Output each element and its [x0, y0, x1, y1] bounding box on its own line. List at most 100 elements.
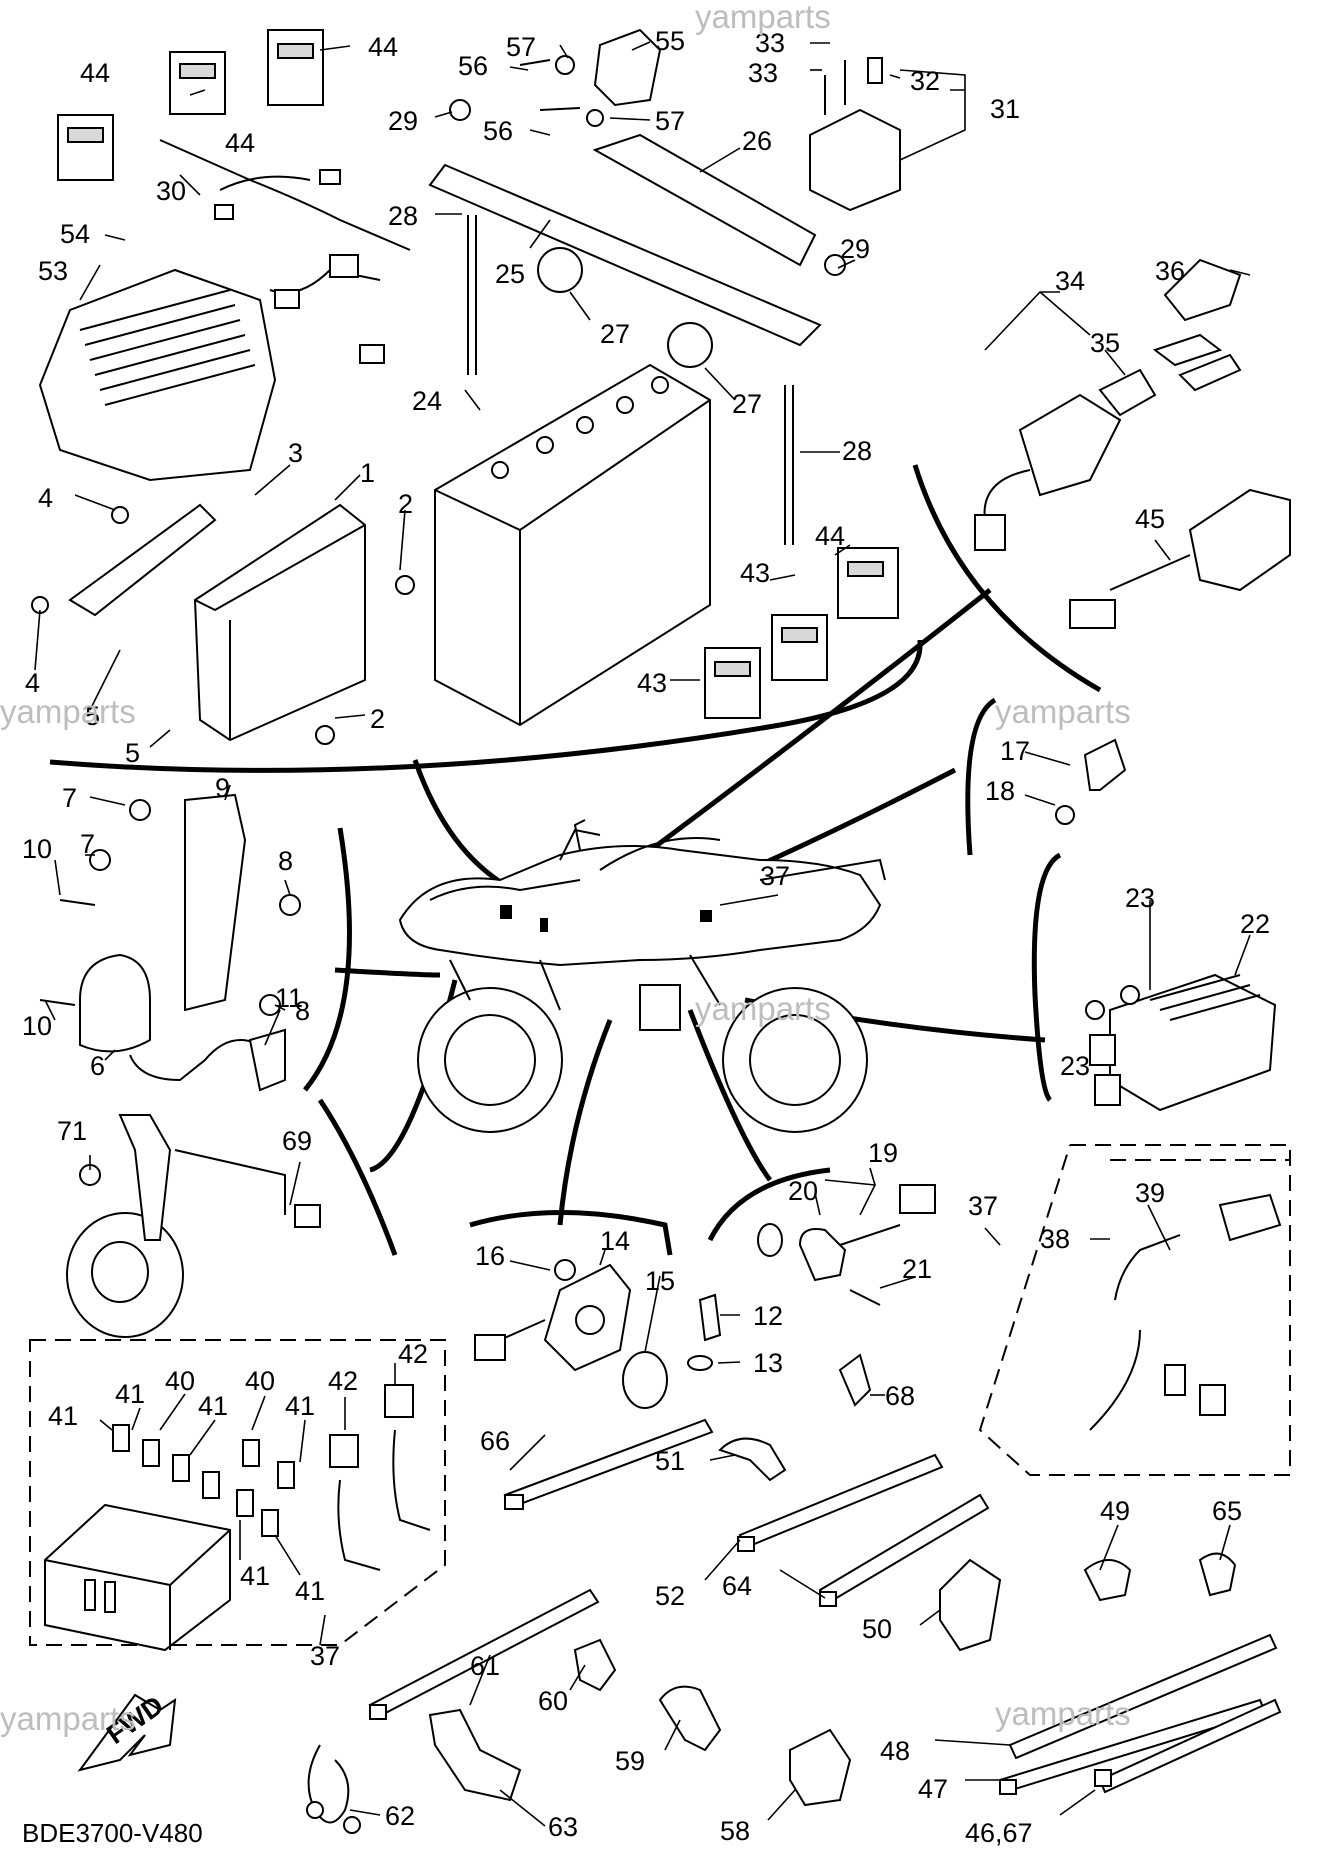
- callout-4: 4: [38, 483, 53, 513]
- callout-34: 34: [1055, 266, 1085, 296]
- callout-36: 36: [1155, 256, 1185, 286]
- callout-45: 45: [1135, 504, 1165, 534]
- watermarks: yamparts yamparts yamparts yamparts yamp…: [0, 0, 1131, 1737]
- callout-56: 56: [458, 51, 488, 81]
- callout-2: 2: [370, 704, 385, 734]
- callout-44: 44: [815, 521, 845, 551]
- part-relays-43-44: [704, 547, 899, 719]
- callout-41: 41: [240, 1561, 270, 1591]
- callout-23: 23: [1125, 883, 1155, 913]
- part-sensor-19: [757, 1184, 936, 1306]
- callout-40: 40: [245, 1366, 275, 1396]
- callout-33: 33: [748, 58, 778, 88]
- callout-5: 5: [85, 701, 100, 731]
- callout-47: 47: [918, 1774, 948, 1804]
- watermark-text: yamparts: [995, 1695, 1131, 1732]
- part-starter-relay-31: [809, 57, 901, 212]
- callout-10: 10: [22, 834, 52, 864]
- callout-29: 29: [388, 106, 418, 136]
- callout-27: 27: [600, 319, 630, 349]
- callout-40: 40: [165, 1366, 195, 1396]
- callout-41: 41: [285, 1391, 315, 1421]
- diagram-code: BDE3700-V480: [22, 1818, 203, 1848]
- callout-8: 8: [278, 846, 293, 876]
- callout-44: 44: [80, 58, 110, 88]
- callout-31: 31: [990, 94, 1020, 124]
- callout-43: 43: [740, 558, 770, 588]
- callout-71: 71: [57, 1116, 87, 1146]
- watermark-text: yamparts: [0, 693, 136, 730]
- callout-10: 10: [22, 1011, 52, 1041]
- callout-25: 25: [495, 259, 525, 289]
- callout-41: 41: [295, 1576, 325, 1606]
- callout-53: 53: [38, 256, 68, 286]
- callout-63: 63: [548, 1812, 578, 1842]
- watermark-text: yamparts: [695, 990, 831, 1027]
- part-battery-band-25-26: [428, 133, 822, 368]
- callout-4: 4: [25, 668, 40, 698]
- callout-21: 21: [902, 1254, 932, 1284]
- callout-58: 58: [720, 1816, 750, 1846]
- callout-24: 24: [412, 386, 442, 416]
- callout-8: 8: [295, 996, 310, 1026]
- callout-37: 37: [310, 1641, 340, 1671]
- callout-19: 19: [868, 1138, 898, 1168]
- part-relays-44: [57, 29, 324, 181]
- watermark-text: yamparts: [695, 0, 831, 35]
- part-sensor-55: [519, 28, 662, 127]
- callout-22: 22: [1240, 909, 1270, 939]
- callout-27: 27: [732, 389, 762, 419]
- callout-57: 57: [506, 32, 536, 62]
- callout-50: 50: [862, 1614, 892, 1644]
- part-horn-70: [66, 1114, 321, 1338]
- callout-12: 12: [753, 1301, 783, 1331]
- callout-20: 20: [788, 1176, 818, 1206]
- callout-55: 55: [655, 26, 685, 56]
- part-sensor-17-18: [1055, 738, 1127, 825]
- callout-35: 35: [1090, 328, 1120, 358]
- callout-41: 41: [48, 1401, 78, 1431]
- part-fuse-box-37: [29, 1339, 446, 1652]
- callout-42: 42: [328, 1366, 358, 1396]
- callout-14: 14: [600, 1226, 630, 1256]
- watermark-text: yamparts: [995, 693, 1131, 730]
- callout-33: 33: [755, 28, 785, 58]
- callout-1: 1: [360, 458, 375, 488]
- callout-59: 59: [615, 1746, 645, 1776]
- callout-18: 18: [985, 776, 1015, 806]
- callout-11: 11: [275, 983, 303, 1013]
- callout-39: 39: [1135, 1178, 1165, 1208]
- callout-54: 54: [60, 219, 90, 249]
- callout-leader-lines: [34, 41, 1251, 1827]
- callout-64: 64: [722, 1571, 752, 1601]
- callout-28: 28: [388, 201, 418, 231]
- part-sensor-14: [474, 1259, 722, 1409]
- callout-30: 30: [156, 176, 186, 206]
- callout-57: 57: [655, 106, 685, 136]
- callout-41: 41: [115, 1379, 145, 1409]
- callout-61: 61: [470, 1651, 500, 1681]
- callout-16: 16: [475, 1241, 505, 1271]
- callout-66: 66: [480, 1426, 510, 1456]
- part-ecu-module-1: [31, 503, 415, 745]
- callout-52: 52: [655, 1581, 685, 1611]
- callout-62: 62: [385, 1801, 415, 1831]
- part-wire-30: [159, 139, 411, 251]
- callout-37: 37: [968, 1191, 998, 1221]
- callout-44: 44: [368, 32, 398, 62]
- callout-56: 56: [483, 116, 513, 146]
- callout-26: 26: [742, 126, 772, 156]
- callout-labels: 44 44 44 57 55 33 33 32 31 56 56 57 29 2…: [22, 26, 1270, 1848]
- callout-13: 13: [753, 1348, 783, 1378]
- callout-60: 60: [538, 1686, 568, 1716]
- atv-vehicle-illustration: [398, 819, 886, 1133]
- callout-29: 29: [840, 234, 870, 264]
- callout-23: 23: [1060, 1051, 1090, 1081]
- callout-7: 7: [80, 829, 95, 859]
- callout-46-67: 46,67: [965, 1818, 1033, 1848]
- callout-5: 5: [125, 738, 140, 768]
- callout-32: 32: [910, 66, 940, 96]
- part-rectifier-22: [1085, 973, 1277, 1112]
